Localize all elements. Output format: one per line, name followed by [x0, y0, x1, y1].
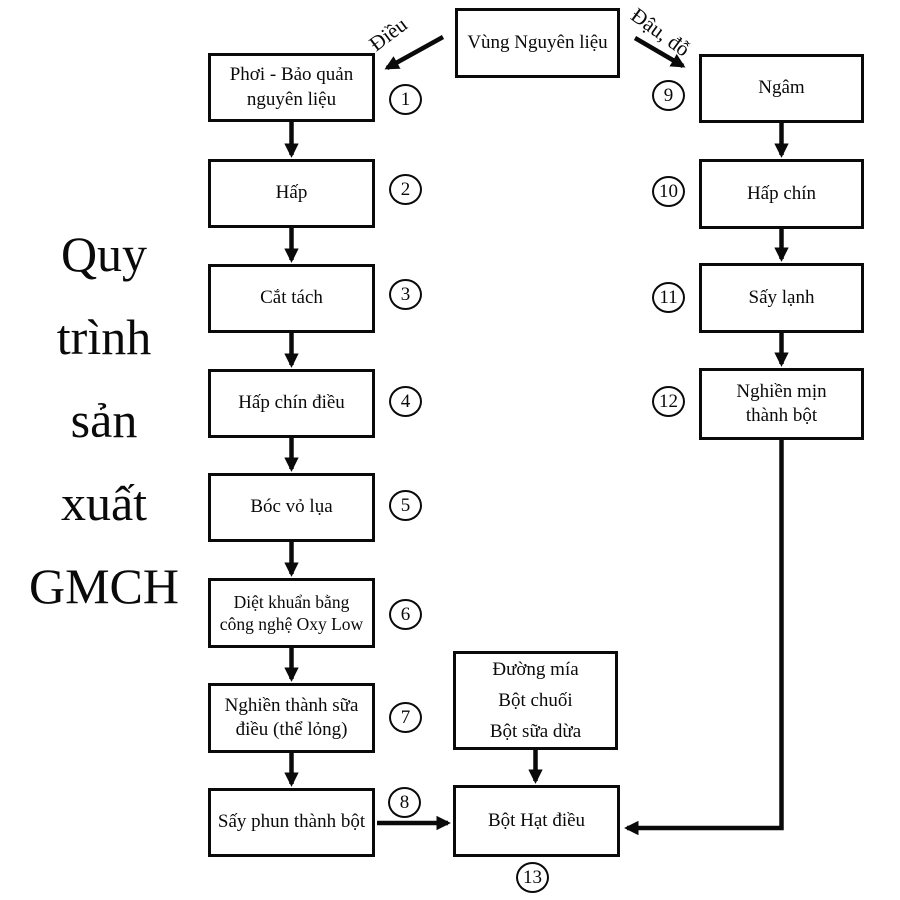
node-step-9-label: Ngâm [758, 77, 805, 99]
step-number-7: 7 [389, 702, 422, 733]
node-step-1: Phơi - Bảo quản nguyên liệu [208, 53, 375, 122]
branch-label-cashew: Điều [364, 12, 412, 56]
node-step-4: Hấp chín điều [208, 369, 375, 438]
title-line: xuất [60, 475, 148, 531]
node-step-2: Hấp [208, 159, 375, 228]
step-number-4: 4 [389, 386, 422, 417]
node-step-10: Hấp chín [699, 159, 864, 229]
step-number-6: 6 [389, 599, 422, 630]
node-step-6: Diệt khuẩn bằng công nghệ Oxy Low [208, 578, 375, 648]
node-step-12-label: Nghiền mịn thành bột [736, 380, 827, 426]
node-step-12: Nghiền mịn thành bột [699, 368, 864, 440]
step-number-11: 11 [652, 282, 685, 313]
node-step-9: Ngâm [699, 54, 864, 123]
ingredient-line: Đường mía [492, 659, 579, 680]
step-number-3: 3 [389, 279, 422, 310]
title-line: sản [70, 392, 138, 448]
node-source: Vùng Nguyên liệu [455, 8, 620, 78]
branch-label-beans: Đậu, đỗ [626, 2, 695, 62]
node-step-4-label: Hấp chín điều [238, 392, 345, 414]
step-number-9: 9 [652, 80, 685, 111]
node-product-label: Bột Hạt điều [487, 809, 586, 831]
step-number-10: 10 [652, 176, 685, 207]
node-step-2-label: Hấp [275, 182, 308, 204]
title-line: Quy [60, 226, 148, 282]
node-step-7-label: Nghiền thành sữa điều (thể lỏng) [224, 694, 359, 740]
node-step-3: Cắt tách [208, 264, 375, 333]
node-step-11-label: Sấy lạnh [748, 286, 815, 308]
node-source-label: Vùng Nguyên liệu [467, 31, 608, 53]
step-number-13: 13 [516, 862, 549, 893]
node-step-1-label: Phơi - Bảo quản nguyên liệu [229, 64, 354, 110]
node-step-3-label: Cắt tách [260, 287, 323, 309]
node-step-7: Nghiền thành sữa điều (thể lỏng) [208, 683, 375, 753]
node-step-5: Bóc vỏ lụa [208, 473, 375, 542]
arrow-step12-to-product [624, 440, 784, 836]
node-step-11: Sấy lạnh [699, 263, 864, 333]
node-ingredients: Đường mía Bột chuối Bột sữa dừa [453, 651, 618, 750]
title-line: trình [56, 309, 152, 365]
ingredient-line: Bột chuối [498, 690, 573, 711]
diagram-title: Quy trình sản xuất GMCH [8, 213, 200, 628]
node-step-5-label: Bóc vỏ lụa [250, 496, 333, 518]
node-step-8: Sấy phun thành bột [208, 788, 375, 857]
ingredient-line: Bột sữa dừa [489, 721, 582, 742]
step-number-8: 8 [388, 787, 421, 818]
step-number-2: 2 [389, 174, 422, 205]
node-step-8-label: Sấy phun thành bột [217, 811, 366, 833]
title-line: GMCH [28, 558, 180, 614]
node-step-6-label: Diệt khuẩn bằng công nghệ Oxy Low [219, 591, 364, 634]
node-step-10-label: Hấp chín [746, 182, 817, 204]
step-number-12: 12 [652, 386, 685, 417]
node-product: Bột Hạt điều [453, 785, 620, 857]
step-number-1: 1 [389, 84, 422, 115]
step-number-5: 5 [389, 490, 422, 521]
